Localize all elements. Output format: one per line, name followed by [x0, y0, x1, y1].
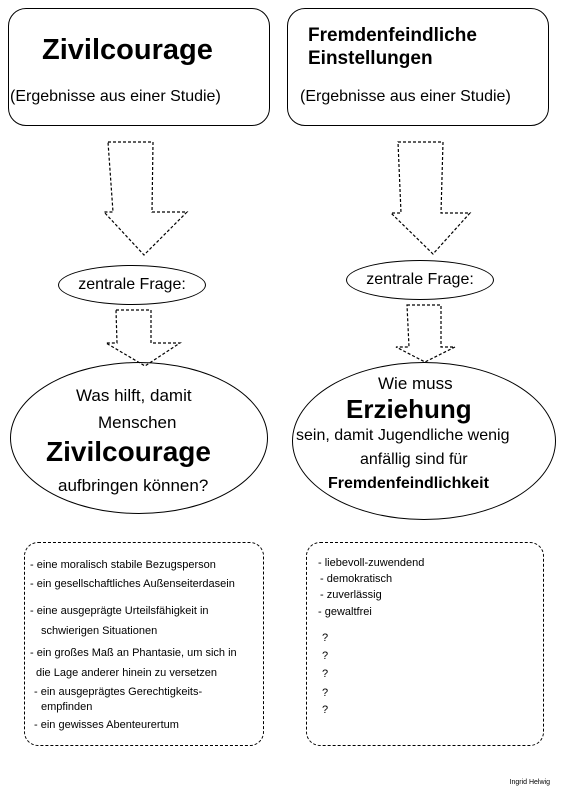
- signature: Ingrid Helwig: [509, 779, 550, 786]
- right-question-label-oval: zentrale Frage:: [346, 260, 494, 300]
- left-question-label: zentrale Frage:: [78, 276, 186, 293]
- left-title: Zivilcourage: [42, 34, 213, 66]
- list-item: ?: [322, 668, 329, 680]
- right-question-line1: Wie muss: [378, 374, 453, 393]
- left-question-line1: Was hilft, damit: [76, 386, 192, 405]
- list-item: - eine ausgeprägte Urteilsfähigkeit in: [30, 605, 209, 617]
- arrow-left-top: [102, 141, 189, 256]
- list-item: - eine moralisch stabile Bezugsperson: [30, 559, 216, 571]
- left-question-line2: Menschen: [98, 413, 177, 432]
- list-item: empfinden: [41, 701, 93, 713]
- list-item: die Lage anderer hinein zu versetzen: [36, 667, 218, 679]
- list-item: - ein großes Maß an Phantasie, um sich i…: [30, 647, 237, 659]
- list-item: ?: [322, 687, 329, 699]
- list-item: schwierigen Situationen: [41, 625, 158, 637]
- left-question-line4: aufbringen können?: [58, 476, 209, 495]
- list-item: ?: [322, 650, 329, 662]
- right-subtitle: (Ergebnisse aus einer Studie): [300, 88, 511, 105]
- right-title-line1: Fremdenfeindliche: [308, 25, 477, 46]
- list-item: - gewaltfrei: [318, 606, 372, 618]
- right-question-oval: [292, 362, 556, 520]
- list-item: - ein gewisses Abenteurertum: [34, 719, 179, 731]
- list-item: ?: [322, 704, 329, 716]
- list-item: - zuverlässig: [320, 589, 382, 601]
- list-item: - demokratisch: [320, 573, 393, 585]
- left-title-box: [8, 8, 270, 126]
- left-list-box: [24, 542, 264, 746]
- right-question-line3: sein, damit Jugendliche wenig: [296, 427, 510, 444]
- arrow-right-mid: [395, 304, 456, 363]
- list-item: - liebevoll-zuwendend: [318, 557, 425, 569]
- left-question-label-oval: zentrale Frage:: [58, 265, 206, 305]
- right-question-line2: Erziehung: [346, 394, 472, 424]
- right-title-box: [287, 8, 549, 126]
- right-question-line5: Fremdenfeindlichkeit: [328, 475, 489, 492]
- arrow-left-mid: [103, 309, 183, 367]
- left-question-line3: Zivilcourage: [46, 436, 211, 467]
- list-item: ?: [322, 632, 329, 644]
- left-question-oval: [10, 362, 268, 514]
- right-question-line4: anfällig sind für: [360, 451, 468, 468]
- right-title-line2: Einstellungen: [308, 48, 433, 69]
- right-list-box: [306, 542, 544, 746]
- left-subtitle: (Ergebnisse aus einer Studie): [10, 88, 221, 105]
- list-item: - ein ausgeprägtes Gerechtigkeits-: [34, 686, 203, 698]
- list-item: - ein gesellschaftliches Außenseiterdase…: [30, 578, 235, 590]
- right-question-label: zentrale Frage:: [366, 271, 474, 288]
- arrow-right-top: [389, 141, 472, 255]
